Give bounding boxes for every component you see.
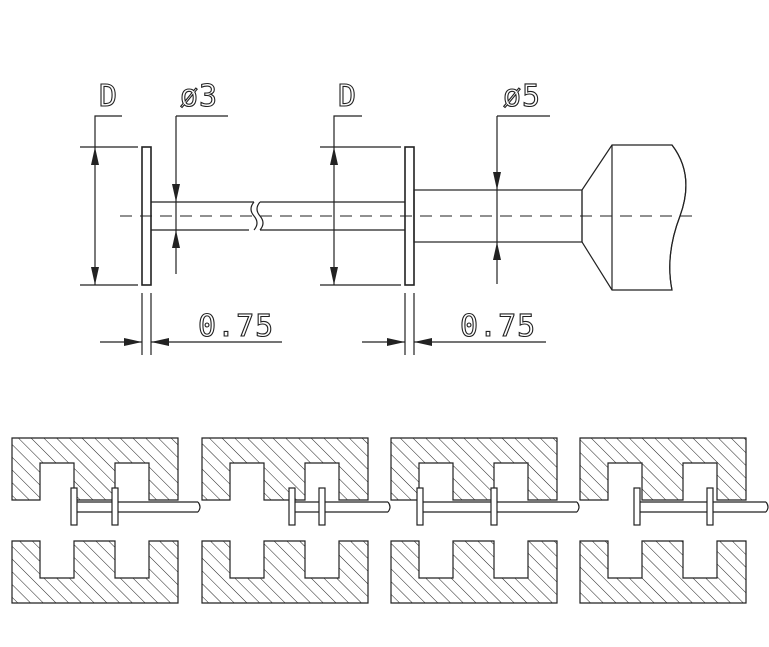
lower-mold-block: [11, 540, 179, 604]
thick-shaft-dim-label: ø5: [503, 79, 541, 114]
upper-mold-block: [11, 437, 179, 501]
thick-shaft: [413, 189, 583, 243]
left-gap-dimension: 0.75: [100, 293, 282, 355]
right-gap-dimension: 0.75: [362, 293, 546, 355]
rod-break: [387, 501, 391, 513]
cavity-section-3: [390, 437, 580, 604]
cavity-section-2: [201, 437, 391, 604]
left-plate: [141, 146, 152, 286]
right-plate-dim-label: D: [338, 79, 357, 114]
rod-break: [576, 501, 580, 513]
left-plate-dim-label: D: [99, 79, 118, 114]
left-plate-dimension: D: [80, 78, 138, 286]
cavity-section-4: [579, 437, 769, 604]
upper-mold-block: [579, 437, 747, 501]
cavity-section-1: [11, 437, 201, 604]
plate-2: [490, 487, 498, 526]
plate-1: [416, 487, 424, 526]
lower-mold-block: [579, 540, 747, 604]
thin-shaft: [151, 201, 405, 231]
upper-mold-block: [201, 437, 369, 501]
lower-mold-block: [201, 540, 369, 604]
thick-shaft-dimension: ø5: [493, 78, 550, 284]
left-gap-dim-label: 0.75: [198, 309, 274, 344]
rod-break: [765, 501, 769, 513]
thin-shaft-dim-label: ø3: [180, 79, 218, 114]
plate-1: [288, 487, 296, 526]
right-plate-dimension: D: [320, 78, 401, 286]
rod-break: [197, 501, 201, 513]
plate-1: [70, 487, 78, 526]
plate-2: [706, 487, 714, 526]
right-gap-dim-label: 0.75: [460, 309, 536, 344]
lower-mold-block: [390, 540, 558, 604]
plate-2: [318, 487, 326, 526]
cavity-sections: [11, 437, 769, 604]
upper-mold-block: [390, 437, 558, 501]
shaft-assembly-view: D ø3 D ø5: [80, 78, 700, 355]
plate-2: [111, 487, 119, 526]
thin-shaft-dimension: ø3: [172, 78, 228, 274]
plate-1: [633, 487, 641, 526]
